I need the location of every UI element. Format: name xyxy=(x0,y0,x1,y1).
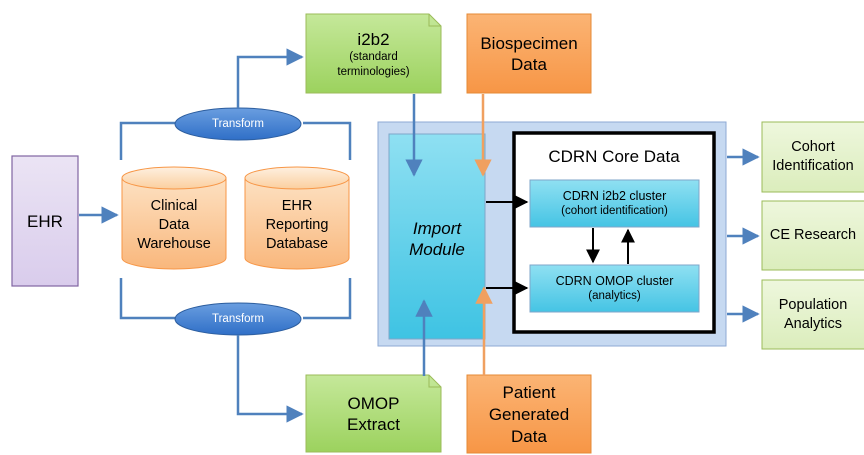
database-bracket xyxy=(119,121,352,320)
biospecimen-box xyxy=(466,13,592,94)
i2b2-cluster-box xyxy=(529,179,700,228)
ehr-box xyxy=(11,155,79,287)
transform-bottom-ellipse xyxy=(174,302,302,336)
clinical-data-warehouse-db xyxy=(121,166,227,270)
i2b2-doc-box xyxy=(305,13,442,94)
ce-research-box xyxy=(761,200,864,271)
patient-generated-box xyxy=(466,374,592,454)
population-analytics-box xyxy=(761,279,864,350)
import-module-box xyxy=(388,133,486,340)
transform-to-i2b2-arrow xyxy=(236,48,304,108)
ehr-reporting-db xyxy=(244,166,350,270)
transform-to-omop-arrow xyxy=(236,335,304,423)
cohort-identification-box xyxy=(761,121,864,193)
transform-top-ellipse xyxy=(174,107,302,141)
omop-extract-box xyxy=(305,374,442,453)
omop-cluster-box xyxy=(529,264,700,313)
